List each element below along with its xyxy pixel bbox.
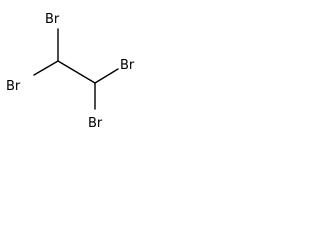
atom-label-br-bottom: Br [88, 116, 103, 131]
structural-formula-diagram: Br Br Br Br [6, 12, 135, 131]
atom-label-br-left: Br [6, 79, 21, 94]
atom-label-br-top: Br [45, 12, 60, 27]
atom-label-br-right: Br [120, 58, 135, 73]
bond-c2-br-right [94, 68, 119, 84]
bond-c1-c2 [57, 60, 96, 84]
bond-c1-br-left [33, 60, 59, 76]
